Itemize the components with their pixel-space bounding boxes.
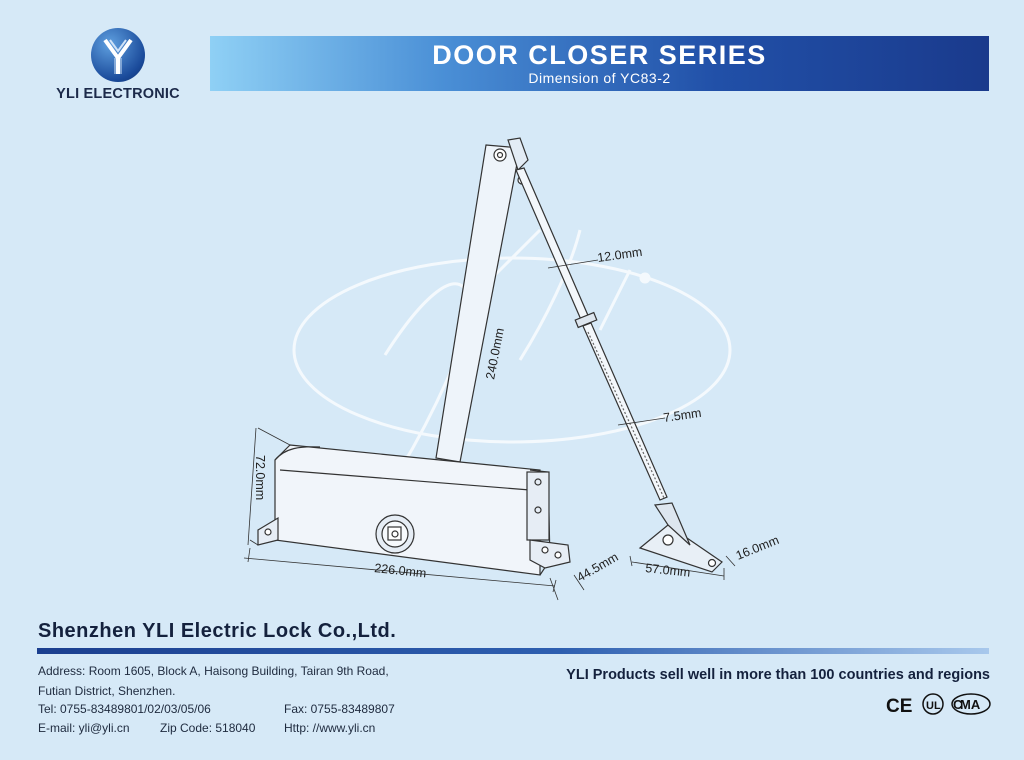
certification-marks: CE UL MA C [886, 693, 991, 717]
tagline: YLI Products sell well in more than 100 … [566, 667, 990, 683]
dim-rod-top: 12.0mm [596, 245, 643, 265]
tel: Tel: 0755-83489801/02/03/05/06 [38, 702, 211, 716]
footer-divider [37, 648, 989, 654]
fax: Fax: 0755-83489807 [284, 702, 395, 716]
dim-body-height: 72.0mm [253, 455, 267, 500]
dim-body-depth: 44.5mm [575, 550, 621, 585]
email-link[interactable]: E-mail: yli@yli.cn [38, 721, 130, 735]
header-banner: DOOR CLOSER SERIES Dimension of YC83-2 [210, 36, 989, 91]
website-link[interactable]: Http: //www.yli.cn [284, 721, 376, 735]
cma-mark-icon: MA [960, 697, 981, 712]
address-line-1: Address: Room 1605, Block A, Haisong Bui… [38, 664, 389, 678]
dim-rod-bottom: 7.5mm [662, 406, 702, 425]
brand-name: YLI ELECTRONIC [56, 86, 180, 102]
door-closer-diagram: 240.0mm 12.0mm 7.5mm 226.0mm 72.0mm 44.5… [243, 137, 781, 601]
dim-body-length: 226.0mm [374, 561, 427, 580]
page-title: DOOR CLOSER SERIES [432, 40, 767, 70]
dim-bracket-width: 16.0mm [734, 533, 781, 563]
ul-mark-icon: UL [926, 700, 941, 712]
dimension-lines [243, 259, 736, 601]
yli-logo-icon [91, 28, 145, 82]
brand-logo: YLI ELECTRONIC [40, 26, 200, 106]
company-name: Shenzhen YLI Electric Lock Co.,Ltd. [38, 620, 397, 642]
watermark [292, 228, 732, 471]
dim-arm-length: 240.0mm [483, 327, 507, 381]
page-subtitle: Dimension of YC83-2 [528, 70, 671, 86]
address-line-2: Futian District, Shenzhen. [38, 684, 176, 698]
bracket [638, 524, 723, 573]
dim-bracket-length: 57.0mm [645, 561, 691, 580]
cma-c-glyph: C [953, 697, 963, 712]
zip-code: Zip Code: 518040 [160, 721, 256, 735]
ce-mark-icon: CE [886, 696, 912, 717]
main-arm [435, 144, 521, 463]
closer-body [274, 444, 541, 576]
